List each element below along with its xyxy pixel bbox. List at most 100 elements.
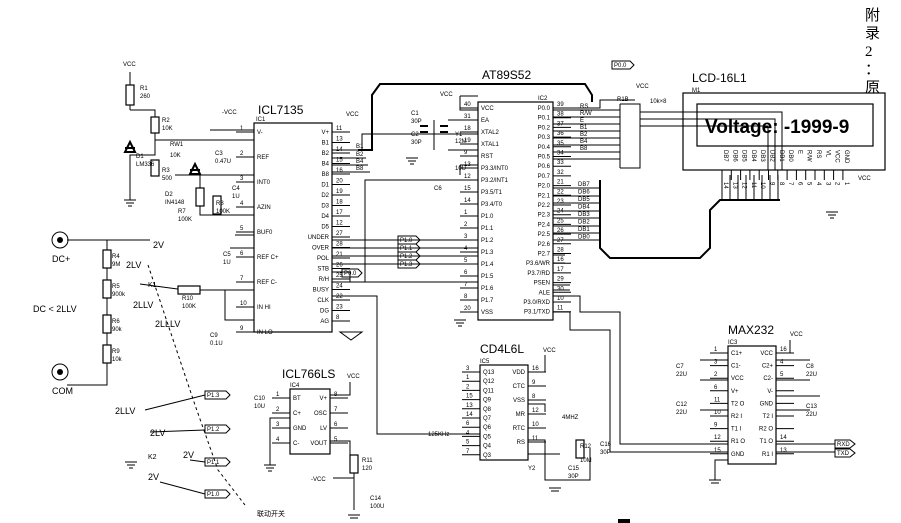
cd4060-pin-label: Q8 xyxy=(483,407,492,413)
at89s52-pin-label: P2.5 xyxy=(538,232,551,238)
icl7660-pin-label: GND xyxy=(293,426,307,432)
icl7660-pin-num: 5 xyxy=(334,437,338,443)
cd4060-pin-label: Q6 xyxy=(483,425,492,431)
icl7135-pin-label: D5 xyxy=(321,225,329,231)
comp-c8-val: 22U xyxy=(806,372,817,378)
switch-pos-2lllv: 2LLLV xyxy=(155,319,180,329)
icl7135-pin-label: REF C+ xyxy=(257,255,279,261)
cd4060-pin-num: 9 xyxy=(532,380,536,386)
comp-c3-val: 0.47U xyxy=(215,159,231,165)
at89s52-pin-num: 31 xyxy=(464,114,471,120)
cd4060-pin-num: 7 xyxy=(466,449,470,455)
at89s52-pin-num: 4 xyxy=(464,246,468,252)
comp-r7-val: 100K xyxy=(178,217,192,223)
max232-pin-label: GND xyxy=(760,401,774,407)
comp-c16: C16 xyxy=(600,442,612,448)
icl7135-pin-num: 6 xyxy=(240,251,244,257)
lcd-pin-label: DB4 xyxy=(750,150,756,162)
max232-pin-num: 5 xyxy=(780,372,784,378)
dc-plus-label: DC+ xyxy=(52,254,70,264)
max232-pin-label: V- xyxy=(767,389,773,395)
cd4060-pin-num: 10 xyxy=(532,422,539,428)
at89s52-pin-label: P2.4 xyxy=(538,222,551,228)
bus-labels: B1B2B4B8RSR/WEB1B2B4B8DB7DB6DB5DB4DB3DB2… xyxy=(356,104,592,241)
at89s52-pin-label: P0.2 xyxy=(538,125,551,131)
comp-c3: C3 xyxy=(215,151,223,157)
at89s52-pin-num: 3 xyxy=(464,234,468,240)
max232-pin-label: T2 I xyxy=(763,414,774,420)
icl7135-pin-num: 28 xyxy=(336,242,343,248)
at89s52-pin-num: 12 xyxy=(464,174,471,180)
ground-symbols xyxy=(124,157,838,519)
at89s52-pin-label: P1.5 xyxy=(481,274,494,280)
max232-pin-label: T2 O xyxy=(731,401,745,407)
db-bus-label: DB2 xyxy=(578,220,590,226)
at89s52-pin-num: 1 xyxy=(464,210,468,216)
db-bus-label: DB0 xyxy=(578,235,590,241)
icl7660-ref: IC4 xyxy=(290,383,300,389)
comp-c10: C10 xyxy=(254,396,266,402)
comp-c13-val: 22U xyxy=(806,412,817,418)
db-bus-label: DB7 xyxy=(578,182,590,188)
icl7660-pin-label: LV xyxy=(320,426,327,432)
range-tag: P1.0 xyxy=(207,492,220,498)
icl7135-pin-num: 18 xyxy=(336,200,343,206)
at89s52-pin-label: P2.1 xyxy=(538,193,551,199)
max232-pin-num: 10 xyxy=(714,410,721,416)
icl7135-pin-num: 22 xyxy=(336,294,343,300)
switch-k2-label: K2 xyxy=(148,454,157,461)
comp-c7: C7 xyxy=(676,364,684,370)
icl7135-pin-label: B2 xyxy=(322,151,330,157)
comp-c4: C4 xyxy=(232,186,240,192)
icl7135-pin-num: 17 xyxy=(336,210,343,216)
comp-d1: D1 xyxy=(136,154,144,160)
lcd-pin-label: DB7 xyxy=(722,150,728,162)
cd4060-pin-label: CTC xyxy=(513,384,526,390)
comp-c8: C8 xyxy=(806,364,814,370)
icl7135-pin-label: DG xyxy=(320,309,329,315)
switch-pos-2v: 2V xyxy=(153,240,164,250)
at89s52-pin-label: P3.0/RXD xyxy=(523,300,550,306)
icl7135-pin-num: 27 xyxy=(336,231,343,237)
icl7135-pin-label: BUF0 xyxy=(257,230,273,236)
comp-c15-val: 30P xyxy=(568,474,579,480)
com-terminal: COM xyxy=(51,363,73,396)
lcd-pin-num: 5 xyxy=(806,182,812,186)
comp-c5: C5 xyxy=(223,252,231,258)
icl7135-pin-label: B8 xyxy=(322,172,330,178)
txd-tag: TXD xyxy=(837,451,850,457)
max232-name: MAX232 xyxy=(728,323,774,337)
icl7135-name: ICL7135 xyxy=(258,103,304,117)
icl7135-pin-label: IN HI xyxy=(257,305,271,311)
comp-r7: R7 xyxy=(178,209,186,215)
at89s52-pin-num: 30 xyxy=(557,286,564,292)
rnet-label: R1B xyxy=(617,97,629,103)
cd4060-pin-label: Q11 xyxy=(483,388,495,394)
dc-plus-terminal: DC+ xyxy=(51,231,70,264)
icl7135-pin-num: 25 xyxy=(336,273,343,279)
range-tag: P1.3 xyxy=(207,393,220,399)
lcd-pin-label: DB5 xyxy=(741,150,747,162)
p1-tags: P1.0P1.1P1.2P1.3P0.0 xyxy=(341,235,421,278)
comp-c4-val: 1U xyxy=(232,194,240,200)
db-bus-label: DB6 xyxy=(578,190,590,196)
db-bus-label: DB1 xyxy=(578,227,590,233)
max232-pin-num: 13 xyxy=(780,448,787,454)
at89s52-pin-label: P3.1/TXD xyxy=(524,310,551,316)
lcd-pin-label: VL xyxy=(824,150,830,158)
range-tag: P1.2 xyxy=(207,427,220,433)
db-bus-label: DB4 xyxy=(578,205,590,211)
p1-tag: P1.1 xyxy=(400,246,413,252)
lcd-module: LCD-16L1 M1 Voltage: -1999-9 DB714DB613D… xyxy=(682,71,886,189)
at89s52-pin-label: P0.1 xyxy=(538,116,551,122)
at89s52-pin-num: 32 xyxy=(557,170,564,176)
bus-label: B8 xyxy=(580,146,588,152)
lcd-pin-num: 6 xyxy=(796,182,802,186)
lcd-pin-label: R/W xyxy=(806,150,812,162)
max232-pin-label: C2- xyxy=(763,376,773,382)
bus-label: B4 xyxy=(580,139,588,145)
bus-label: B2 xyxy=(356,152,364,158)
bus-label: B2 xyxy=(580,132,588,138)
at89s52-pin-num: 38 xyxy=(557,112,564,118)
comp-neg-vcc: -VCC xyxy=(311,477,326,483)
